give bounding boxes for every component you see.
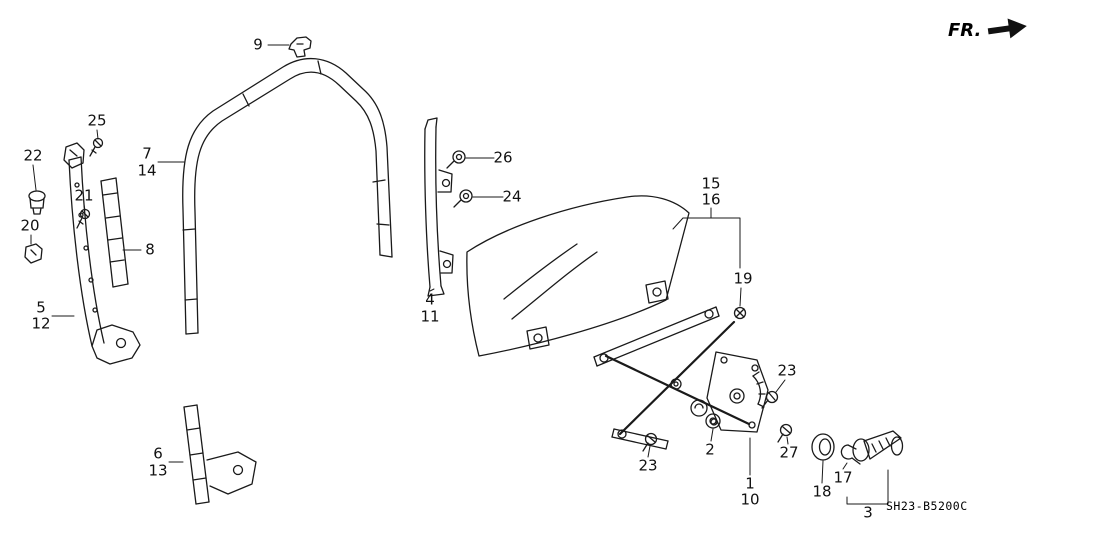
part-callout-4: 4: [425, 290, 435, 309]
clip-17-drawing: [840, 444, 861, 465]
front-channel-drawing: [63, 142, 141, 365]
rear-sash-drawing: [424, 117, 454, 297]
part-callout-26: 26: [493, 148, 513, 167]
bolt-23-upper-drawing: [761, 390, 779, 409]
part-callout-25: 25: [87, 111, 107, 130]
center-sash-drawing: [100, 177, 129, 288]
part-callout-8: 8: [145, 240, 155, 259]
part-callout-1: 1: [745, 474, 755, 493]
part-callout-24: 24: [502, 187, 522, 206]
part-callout-13: 13: [148, 461, 168, 480]
part-callout-18: 18: [812, 482, 832, 501]
part-callout-21: 21: [74, 186, 94, 205]
part-callout-12: 12: [31, 314, 51, 333]
part-callout-15: 15: [701, 174, 721, 193]
door-glass-drawing: [466, 195, 690, 357]
regulator-drawing: [593, 306, 769, 450]
part-callout-23: 23: [777, 361, 797, 380]
part-callout-10: 10: [740, 490, 760, 509]
screw-21-drawing: [76, 208, 91, 229]
part-callout-6: 6: [153, 444, 163, 463]
part-callout-22: 22: [23, 146, 43, 165]
grommet-22-drawing: [28, 190, 46, 215]
part-callout-27: 27: [779, 443, 799, 462]
window-crank-handle-drawing: [852, 430, 904, 462]
part-callout-19: 19: [733, 269, 753, 288]
leader-lines: [30, 44, 889, 505]
bolt-19-drawing: [733, 306, 747, 320]
lower-channel-drawing: [183, 404, 257, 505]
part-callout-17: 17: [833, 468, 853, 487]
part-callout-2: 2: [705, 440, 715, 459]
bolt-24-drawing: [453, 189, 473, 208]
bolt-27-drawing: [777, 423, 793, 443]
diagram-code: SH23-B5200C: [886, 499, 968, 513]
part-callout-7: 7: [142, 144, 152, 163]
clip-20-drawing: [24, 243, 43, 264]
part-callout-23: 23: [638, 456, 658, 475]
bolt-26-drawing: [446, 150, 466, 169]
glass-run-channel-drawing: [182, 57, 393, 335]
bolt-23-lower-drawing: [642, 432, 658, 452]
part-callout-3: 3: [863, 503, 873, 522]
part-callout-11: 11: [420, 307, 440, 326]
spacer-18-drawing: [811, 433, 835, 461]
part-callout-5: 5: [36, 298, 46, 317]
fr-direction-label: FR.: [948, 20, 982, 41]
part-callout-14: 14: [137, 161, 157, 180]
part-callout-9: 9: [253, 35, 263, 54]
screw-25-drawing: [89, 137, 104, 157]
fr-arrow-icon: [987, 18, 1027, 39]
clip-9-drawing: [288, 36, 312, 58]
part-callout-20: 20: [20, 216, 40, 235]
part-callout-16: 16: [701, 190, 721, 209]
roller-2-drawing: [705, 413, 721, 429]
